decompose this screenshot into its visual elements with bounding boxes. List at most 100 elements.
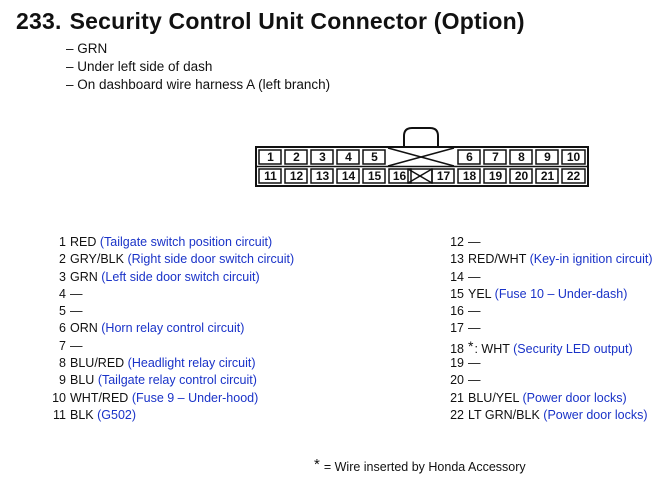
- pin-number: 18: [450, 341, 464, 356]
- pin-label: 6: [466, 150, 473, 164]
- pin-number: 14: [450, 269, 464, 284]
- circuit-desc: (Security LED output): [513, 341, 633, 356]
- wire-color: GRN: [70, 269, 98, 284]
- pin-number: 6: [59, 321, 66, 336]
- pin-row: 18 *: WHT (Security LED output): [440, 337, 653, 356]
- pin-row: 10 WHT/RED (Fuse 9 – Under-hood): [42, 390, 294, 407]
- wire-color: —: [70, 286, 83, 301]
- pin-number: 9: [59, 373, 66, 388]
- page-title: 233. Security Control Unit Connector (Opt…: [16, 8, 525, 35]
- wire-color: RED/WHT: [468, 252, 527, 267]
- wire-color: LT GRN/BLK: [468, 407, 540, 422]
- pin-row: 19—: [440, 355, 653, 372]
- pin-label: 8: [518, 150, 525, 164]
- pin-label: 16: [392, 169, 407, 183]
- connector-diagram: 1 2 3 4 5 6 7 8 9 10 11 12 13 14 15 16 1…: [254, 126, 590, 190]
- footnote: *= Wire inserted by Honda Accessory: [314, 456, 526, 474]
- pin-row: 4—: [42, 286, 294, 303]
- connector-outline: [255, 127, 589, 187]
- circuit-desc: (Horn relay control circuit): [101, 321, 245, 336]
- section-number: 233.: [16, 8, 62, 34]
- wire-color: —: [468, 235, 481, 249]
- wire-color: —: [70, 304, 83, 319]
- pin-label: 1: [267, 150, 274, 164]
- wire-color: BLU/RED: [70, 356, 125, 371]
- pin-number: 5: [59, 304, 66, 319]
- pin-number: 12: [450, 235, 464, 249]
- pin-label: 18: [462, 169, 477, 183]
- pin-label: 20: [514, 169, 529, 183]
- pin-number: 22: [450, 407, 464, 422]
- pin-row: 14 —: [440, 269, 653, 286]
- footnote-text: = Wire inserted by Honda Accessory: [323, 460, 526, 474]
- pin-row: 6 ORN (Horn relay control circuit): [42, 320, 294, 337]
- pin-label: 2: [293, 150, 300, 164]
- wire-color: —: [468, 269, 481, 284]
- pin-label: 4: [345, 150, 352, 164]
- pin-row: 16 —: [440, 303, 653, 320]
- pin-row: 15 YEL (Fuse 10 – Under-dash): [440, 286, 653, 303]
- wire-color: —: [468, 373, 481, 388]
- wire-color: BLU/YEL: [468, 390, 519, 405]
- pin-number: 16: [450, 304, 464, 319]
- wire-color: —: [468, 321, 481, 336]
- pin-number: 4: [59, 286, 66, 301]
- note-harness: – On dashboard wire harness A (left bran…: [66, 77, 331, 92]
- pin-row: 21 BLU/YEL (Power door locks): [440, 390, 653, 407]
- pin-row: 1 RED (Tailgate switch position circuit): [42, 234, 294, 251]
- pin-label: 11: [264, 169, 277, 183]
- pin-row: 17 —: [440, 320, 653, 337]
- pin-number: 19: [450, 356, 464, 371]
- pin-label: 7: [492, 150, 499, 164]
- pin-number: 15: [450, 286, 464, 301]
- pin-row: 2 GRY/BLK (Right side door switch circuit…: [42, 251, 294, 268]
- circuit-desc: (Tailgate switch position circuit): [99, 235, 273, 249]
- note-color: – GRN: [66, 41, 108, 56]
- note-location: – Under left side of dash: [66, 59, 213, 74]
- pin-row: 12 —: [440, 234, 653, 251]
- wire-color: YEL: [468, 286, 492, 301]
- wire-color: —: [468, 304, 481, 319]
- pin-number: 17: [450, 321, 464, 336]
- wire-color: GRY/BLK: [70, 252, 124, 267]
- wire-color: BLU: [70, 373, 95, 388]
- circuit-desc: (Headlight relay circuit): [127, 356, 256, 371]
- pin-label: 15: [367, 169, 382, 183]
- wire-color: : WHT: [474, 341, 510, 356]
- pin-number: 2: [59, 252, 66, 267]
- connector-notes: – GRN – Under left side of dash – On das…: [66, 40, 330, 94]
- pin-number: 3: [59, 269, 66, 284]
- circuit-desc: (Right side door switch circuit): [127, 252, 295, 267]
- pin-label: 14: [341, 169, 356, 183]
- pin-number: 20: [450, 373, 464, 388]
- footnote-mark: *: [314, 456, 320, 473]
- pin-number: 1: [59, 235, 66, 249]
- wire-color: WHT/RED: [70, 390, 129, 405]
- pin-label: 19: [488, 169, 503, 183]
- accessory-mark: *: [468, 337, 474, 354]
- section-title: Security Control Unit Connector (Option): [69, 8, 525, 34]
- pin-label: 10: [566, 150, 581, 164]
- circuit-desc: (Fuse 9 – Under-hood): [131, 390, 259, 405]
- pin-row: 5—: [42, 303, 294, 320]
- wire-color: —: [70, 338, 83, 353]
- circuit-desc: (Fuse 10 – Under-dash): [494, 286, 628, 301]
- circuit-desc: (Tailgate relay control circuit): [97, 373, 257, 388]
- circuit-desc: (Power door locks): [543, 407, 648, 422]
- pin-label: 9: [544, 150, 551, 164]
- wire-color: ORN: [70, 321, 98, 336]
- pin-number: 21: [450, 390, 464, 405]
- pin-number: 13: [450, 252, 464, 267]
- circuit-desc: (Power door locks): [522, 390, 627, 405]
- pin-row: 9 BLU (Tailgate relay control circuit): [42, 372, 294, 389]
- wire-color: RED: [70, 235, 97, 249]
- pin-label: 17: [436, 169, 451, 183]
- pin-label: 5: [371, 150, 378, 164]
- pin-number: 7: [59, 338, 66, 353]
- wire-color: BLK: [70, 407, 94, 422]
- pin-number: 10: [52, 390, 66, 405]
